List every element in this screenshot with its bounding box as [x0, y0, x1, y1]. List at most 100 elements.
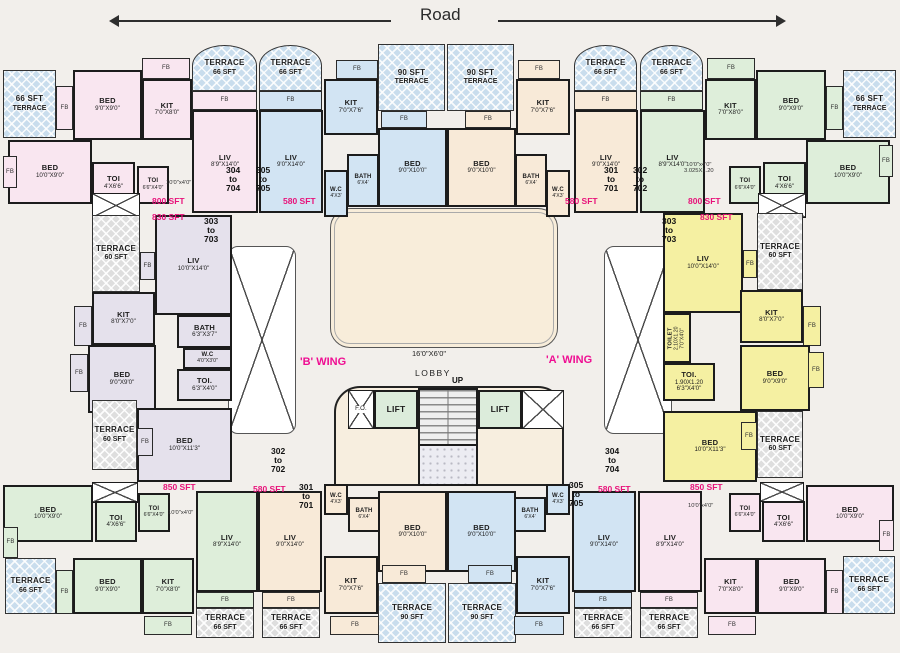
- unit-305-bottom: 305 to 705: [569, 480, 584, 508]
- room-label: KIT: [765, 307, 778, 317]
- fb: FB: [826, 86, 843, 130]
- wing-a-label: 'A' WING: [546, 354, 593, 366]
- room-dims: 60 SFT: [103, 435, 126, 443]
- room-dims: 4'X3': [552, 499, 564, 506]
- room-label: TERRACE: [270, 58, 311, 68]
- room-label: BED: [839, 163, 857, 173]
- room-label: BED: [99, 577, 116, 587]
- lift-right: LIFT: [478, 390, 522, 429]
- fb: FB: [3, 156, 17, 188]
- room-label: BED: [113, 370, 131, 380]
- room-dims: 10'0"X9'0": [35, 171, 65, 179]
- room-label: FB: [220, 97, 229, 104]
- fb: FB: [741, 422, 757, 450]
- drive-shaft-right: [604, 246, 672, 434]
- drive-shaft-left: [228, 246, 296, 434]
- sft-580-bottom-right: 580 SFT: [598, 484, 631, 494]
- room-dims: 66 SFT: [660, 68, 683, 76]
- lobby-label: LOBBY: [415, 368, 451, 378]
- room-label: BED: [176, 436, 193, 446]
- staircase: [418, 388, 478, 446]
- room-dims: 6'6"X4'0": [734, 512, 756, 519]
- room-label: TERRACE: [204, 58, 245, 68]
- fb: FB: [707, 58, 755, 79]
- fb: FB: [879, 520, 894, 551]
- fb: FB: [826, 570, 843, 614]
- room-label: KIT: [161, 577, 175, 587]
- sft-830-left: 830 SFT: [152, 212, 185, 222]
- sft-580-top-right: 580 SFT: [565, 196, 598, 206]
- room-dims: 7'0"X7'6": [338, 106, 364, 114]
- fb: FB: [574, 592, 632, 608]
- room-dims: 9'0"X9'0": [95, 104, 120, 112]
- fb: FB: [382, 565, 426, 583]
- room-label: LIV: [187, 256, 200, 266]
- room-label: KIT: [344, 98, 358, 108]
- room-dims: 9'0"X14'0": [591, 161, 621, 169]
- fb: FB: [259, 91, 322, 110]
- room-dims: 66 SFT: [591, 623, 615, 631]
- room-label: 66 SFT: [855, 94, 884, 104]
- room-dims: 6'3"X3'7": [192, 331, 217, 339]
- room-label: FB: [161, 65, 171, 72]
- room-dims: 60 SFT: [768, 445, 792, 453]
- sft-850-bottom-right: 850 SFT: [690, 482, 723, 492]
- room-label: FB: [601, 97, 610, 104]
- room-label: W.C: [552, 186, 564, 193]
- room-dims: 7'0"X7'6": [338, 584, 364, 592]
- fb: FB: [196, 592, 254, 608]
- room-dims: 6'6"X4'0": [142, 184, 164, 191]
- room-label: TERRACE: [759, 241, 801, 251]
- room-label: W.C: [330, 186, 342, 193]
- room-label: BED: [404, 522, 421, 532]
- room-label: BED: [783, 577, 800, 587]
- room-label: TOI: [107, 174, 120, 184]
- room-dims: 7'0"X8'0": [718, 109, 743, 117]
- unit-301-top: 301 to 701: [604, 165, 619, 193]
- room-dims: 10'0"X9'0": [833, 171, 863, 179]
- fb: FB: [514, 616, 564, 635]
- room-dims: 4'X6'6": [106, 521, 126, 529]
- room-dims: 9'0"X10'0": [467, 531, 496, 539]
- room-label: FB: [745, 260, 755, 267]
- room-label: FB: [6, 539, 15, 546]
- room-label: TOI: [739, 178, 751, 185]
- room-label: FB: [598, 596, 608, 603]
- room-dims: 10'0"X11'3": [168, 444, 201, 452]
- unit-303-right: 303 to 703: [662, 216, 677, 244]
- room-label: BED: [841, 504, 859, 514]
- room-dims: 6'X4': [524, 514, 536, 521]
- room-dims: 9'0"X9'0": [778, 104, 804, 112]
- room-dims: 4'X6'6": [774, 182, 794, 190]
- room-dims: 4'X3': [552, 193, 564, 200]
- fb: FB: [640, 592, 698, 608]
- sft-580-bottom-left: 580 SFT: [253, 484, 286, 494]
